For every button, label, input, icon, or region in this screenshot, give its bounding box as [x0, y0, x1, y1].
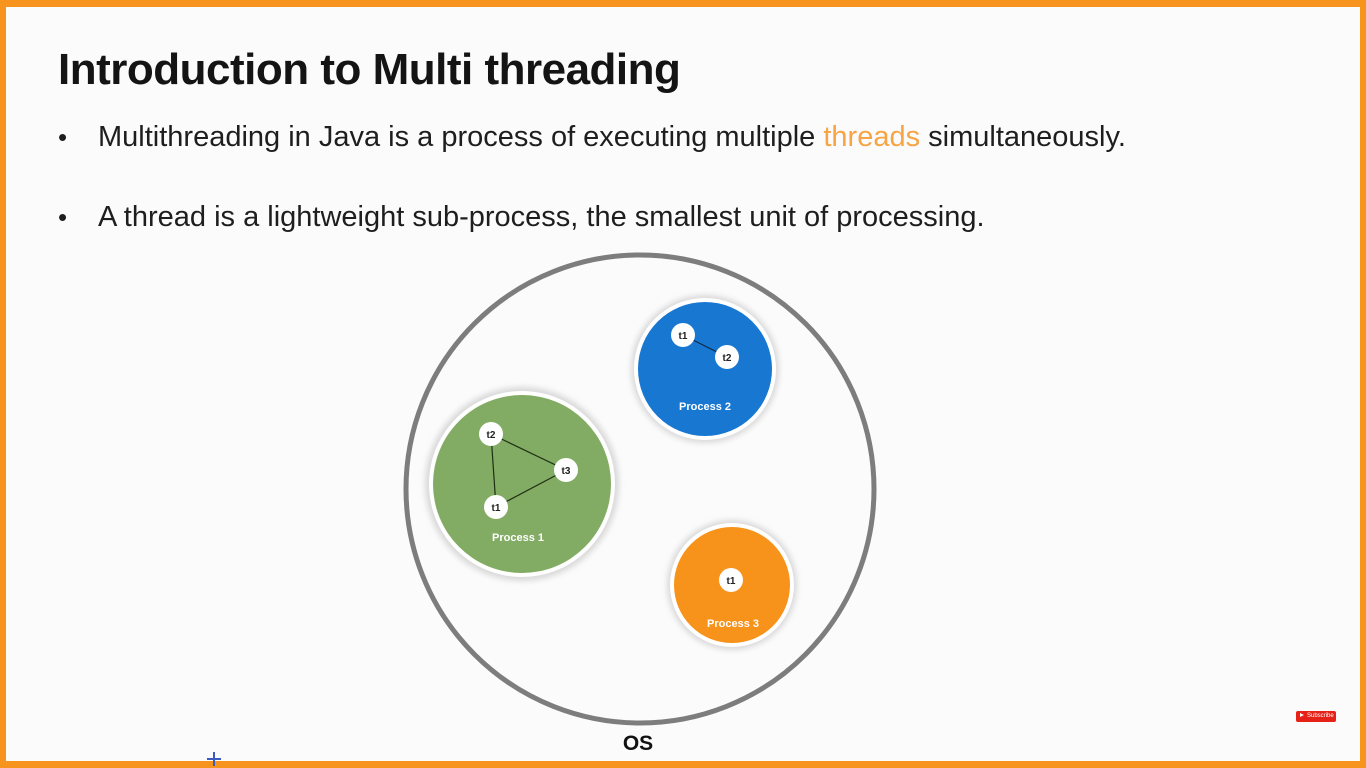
thread-node	[484, 495, 508, 519]
thread-label: t1	[679, 331, 688, 342]
bullet-marker: •	[58, 202, 68, 232]
process-2: t1 t2 Process 2	[631, 295, 779, 443]
process-1-circle	[433, 395, 611, 573]
bullet-text-end: simultaneously.	[920, 121, 1126, 153]
bullet-list: • Multithreading in Java is a process of…	[58, 115, 1126, 239]
thread-label: t3	[562, 466, 571, 477]
thread-node	[715, 345, 739, 369]
bullet-item-1: • Multithreading in Java is a process of…	[58, 115, 1126, 159]
thread-label: t1	[492, 503, 501, 514]
process-2-circle	[638, 302, 772, 436]
highlighted-word: threads	[823, 121, 921, 153]
slide-title: Introduction to Multi threading	[58, 45, 681, 94]
play-icon	[1300, 713, 1304, 718]
thread-label: t1	[727, 576, 736, 587]
bullet-marker: •	[58, 122, 68, 152]
thread-label: t2	[723, 353, 732, 364]
thread-node	[479, 422, 503, 446]
process-2-label: Process 2	[679, 401, 731, 413]
thread-label: t2	[487, 430, 496, 441]
bullet-text-start: Multithreading in Java is a process of e…	[98, 121, 824, 153]
slide: Introduction to Multi threading • Multit…	[6, 7, 1360, 761]
crosshair-cursor-icon	[207, 752, 221, 766]
bullet-text: A thread is a lightweight sub-process, t…	[98, 201, 985, 233]
thread-node	[719, 568, 743, 592]
process-3: t1 Process 3	[667, 520, 797, 650]
process-1: t2 t3 t1 Process 1	[425, 387, 619, 581]
bullet-item-2: • A thread is a lightweight sub-process,…	[58, 195, 1126, 239]
subscribe-button[interactable]: Subscribe	[1296, 711, 1336, 722]
process-1-label: Process 1	[492, 532, 544, 544]
thread-node	[554, 458, 578, 482]
subscribe-label: Subscribe	[1307, 713, 1334, 719]
os-circle	[403, 252, 877, 726]
thread-node	[671, 323, 695, 347]
os-label: OS	[623, 732, 653, 755]
process-3-label: Process 3	[707, 618, 759, 630]
